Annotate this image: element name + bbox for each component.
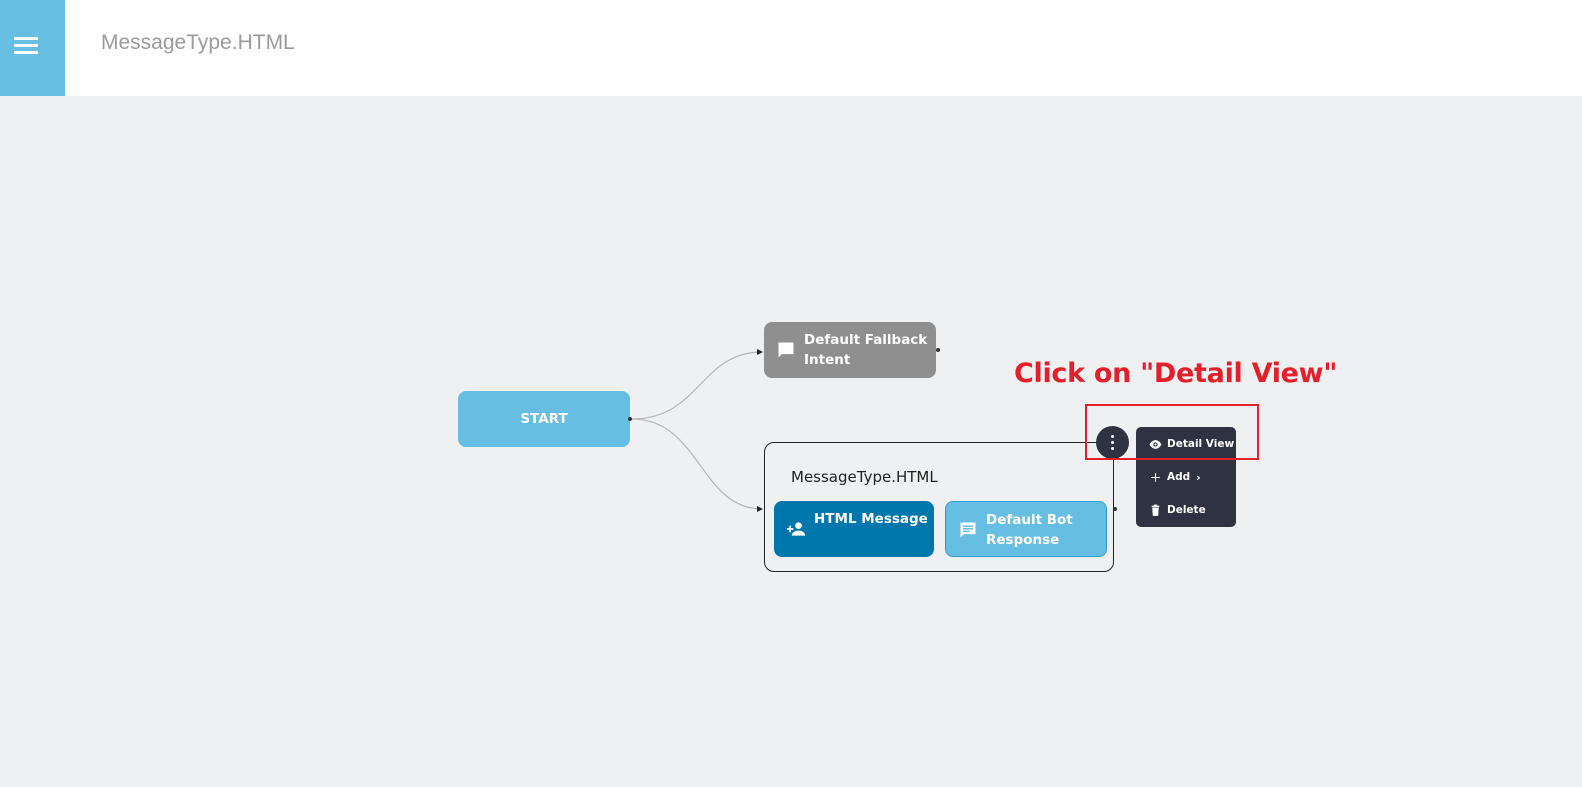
- more-options-button[interactable]: [1096, 426, 1129, 459]
- page-title: MessageType.HTML: [101, 31, 295, 54]
- plus-icon: [1151, 472, 1160, 482]
- html-message-node[interactable]: HTML Message: [774, 501, 934, 557]
- instruction-annotation: Click on "Detail View": [1014, 358, 1338, 389]
- group-output-port[interactable]: [1113, 507, 1117, 511]
- chat-bubble-icon: [778, 342, 794, 358]
- default-bot-response-label: Default Bot Response: [986, 512, 1073, 548]
- start-node-label: START: [520, 411, 568, 427]
- hamburger-menu-icon: [14, 37, 38, 40]
- hamburger-line: [14, 44, 38, 47]
- menu-item-detail-view[interactable]: Detail View: [1136, 428, 1236, 460]
- eye-icon: [1149, 439, 1162, 449]
- delete-label: Delete: [1167, 504, 1206, 516]
- trash-icon: [1151, 504, 1160, 516]
- message-type-group[interactable]: MessageType.HTML HTML Message Default Bo…: [764, 442, 1114, 572]
- default-bot-response-node[interactable]: Default Bot Response: [945, 501, 1107, 557]
- fallback-intent-node[interactable]: Default Fallback Intent: [764, 322, 936, 378]
- top-bar: MessageType.HTML: [0, 0, 1582, 96]
- highlight-box: [1085, 404, 1259, 460]
- add-label: Add: [1167, 471, 1191, 483]
- hamburger-line: [14, 51, 38, 54]
- node-context-menu: Detail View Add › Delete: [1136, 427, 1236, 527]
- detail-view-label: Detail View: [1167, 438, 1235, 450]
- fallback-intent-label: Default Fallback Intent: [804, 332, 928, 368]
- message-lines-icon: [960, 522, 976, 538]
- start-output-port[interactable]: [628, 417, 632, 421]
- html-message-label: HTML Message: [814, 511, 928, 527]
- person-add-icon: [786, 522, 806, 536]
- fallback-output-port[interactable]: [936, 348, 940, 352]
- start-node[interactable]: START: [458, 391, 630, 447]
- menu-item-delete[interactable]: Delete: [1136, 494, 1236, 526]
- hamburger-menu-button[interactable]: [0, 0, 65, 96]
- chevron-right-icon: ›: [1196, 470, 1201, 484]
- menu-item-add[interactable]: Add ›: [1136, 461, 1236, 493]
- group-title: MessageType.HTML: [791, 468, 938, 486]
